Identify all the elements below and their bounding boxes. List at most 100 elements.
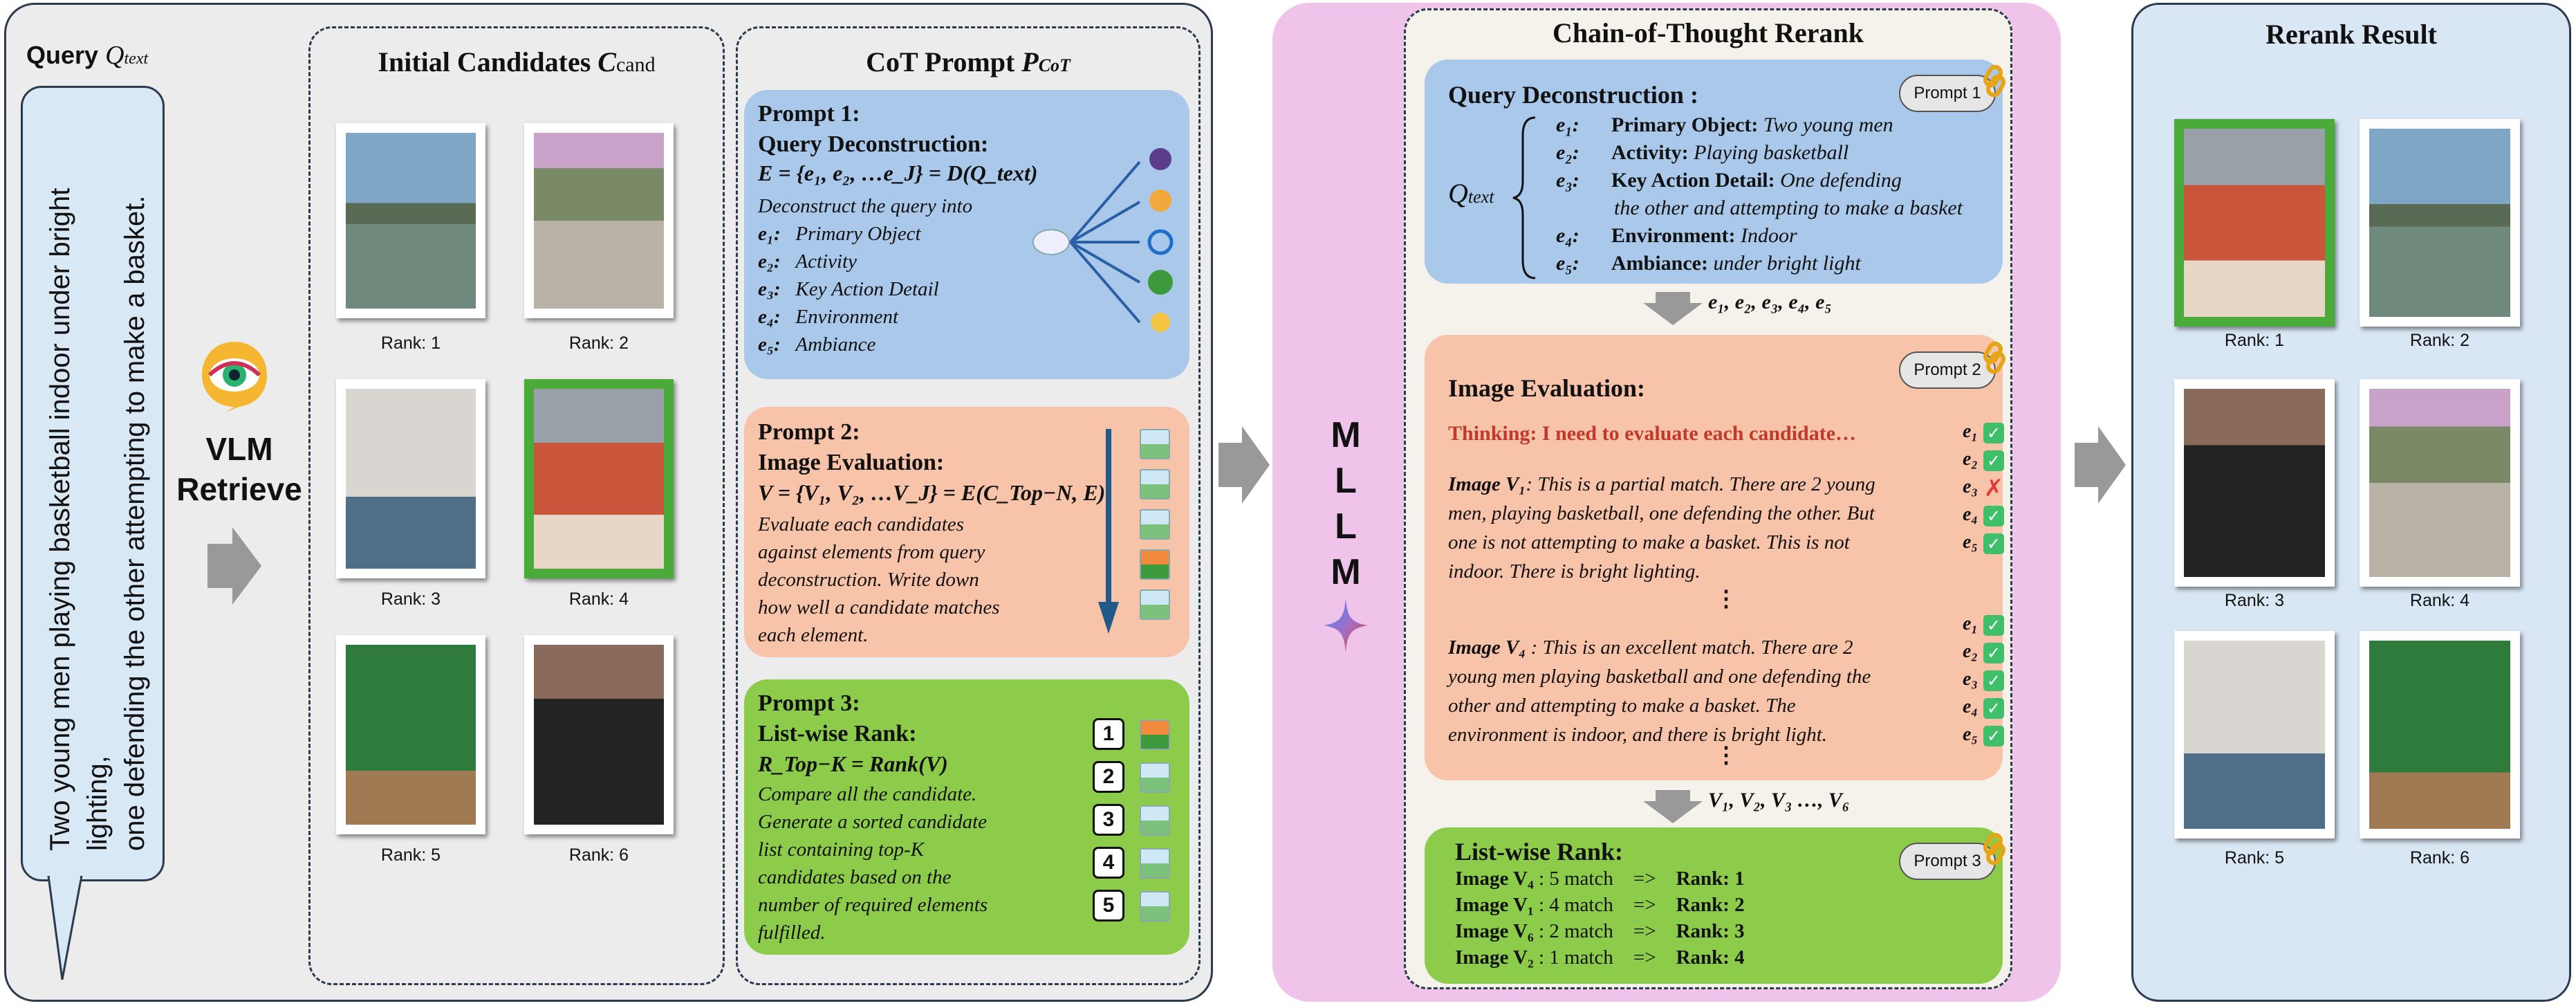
chain-qd-item: e₃:Key Action Detail: One defending <box>1556 169 1902 192</box>
image-icon <box>1140 429 1170 459</box>
chain-ie-dots: ⋮ <box>1715 742 1737 767</box>
chain-ie-box <box>1425 335 2003 780</box>
candidate-image-3[interactable] <box>336 379 485 578</box>
candidate-image-2[interactable] <box>524 123 674 318</box>
rank-row-rank: Rank: 1 <box>1676 868 1745 890</box>
element-label: e₃ <box>1963 476 1979 497</box>
prompt3-name: List-wise Rank: <box>758 721 917 746</box>
sparkle-icon <box>1324 598 1368 653</box>
rank-row-match: : 1 match => <box>1533 946 1676 969</box>
result-image-3[interactable] <box>2174 379 2335 587</box>
chain-ie-v4: Image V₄ : This is an excellent match. T… <box>1448 636 1853 659</box>
check-icon: ✓ <box>1983 505 2004 526</box>
prompt1-item: e₅: Ambiance <box>758 333 876 356</box>
image-icon <box>1140 805 1170 836</box>
check-row: e₄✓ <box>1963 504 2004 531</box>
link-icon <box>1983 832 2005 865</box>
chain-ie-title: Image Evaluation: <box>1448 374 1646 402</box>
result-rank-1: Rank: 1 <box>2224 331 2285 350</box>
query-bubble <box>21 86 165 881</box>
result-rank-5: Rank: 5 <box>2224 848 2285 868</box>
chain-title: Chain-of-Thought Rerank <box>1552 17 1864 48</box>
prompt2-name: Image Evaluation: <box>758 450 945 475</box>
prompt1-item: e₃: Key Action Detail <box>758 278 939 300</box>
link-icon <box>1983 64 2005 98</box>
rank-number-box: 5 <box>1093 890 1124 922</box>
prompt1-badge: Prompt 1 <box>1899 75 1996 112</box>
result-rank-2: Rank: 2 <box>2409 331 2470 350</box>
prompt1-item: e₂: Activity <box>758 250 857 273</box>
cot-prompt-panel <box>736 26 1201 985</box>
chain-ie-v1: Image V₁: This is a partial match. There… <box>1448 473 1875 495</box>
arrow-to-result <box>2075 426 2126 504</box>
candidate-image-4[interactable] <box>524 379 674 578</box>
rank-row-rank: Rank: 2 <box>1676 894 1745 916</box>
chain-ie-thinking: Thinking: I need to evaluate each candid… <box>1448 422 1857 445</box>
prompt1-formula: E = {e₁, e₂, …e_J} = D(Q_text) <box>758 161 1038 185</box>
check-icon: ✓ <box>1983 422 2004 443</box>
element-label: e₄ <box>1963 696 1979 717</box>
check-icon: ✓ <box>1983 642 2004 663</box>
chain-ie-v4: other and attempting to make a basket. T… <box>1448 695 1796 717</box>
check-row: e₅✓ <box>1963 531 2004 559</box>
check-column-1: e₁✓e₂✓e₃✗e₄✓e₅✓ <box>1963 421 2004 559</box>
element-label: e₂ <box>1963 448 1979 470</box>
chain-ie-v1: indoor. There is bright lighting. <box>1448 560 1701 583</box>
image-icon <box>1140 469 1170 500</box>
element-label: e₅ <box>1963 724 1979 745</box>
check-icon: ✓ <box>1983 533 2004 554</box>
result-image-4[interactable] <box>2360 379 2520 587</box>
rank-number-box: 1 <box>1093 718 1124 750</box>
element-label: e₃ <box>1963 668 1979 690</box>
candidate-image-5[interactable] <box>336 635 485 834</box>
rank-row-image: Image V₆ <box>1455 920 1534 942</box>
result-rank-4: Rank: 4 <box>2409 591 2470 610</box>
candidates-panel <box>308 26 725 985</box>
prompt2-desc: each element. <box>758 624 869 646</box>
candidate-image-1[interactable] <box>336 123 485 318</box>
query-title: Query Qtext <box>26 41 149 70</box>
prompt2-desc: deconstruction. Write down <box>758 569 979 591</box>
chain-qd-item: e₂:Activity: Playing basketball <box>1556 141 1849 164</box>
result-image-6[interactable] <box>2360 631 2520 839</box>
rank-row: Image V₁ : 4 match => Rank: 2 <box>1455 894 1745 920</box>
rank-row-image: Image V₂ <box>1455 946 1534 969</box>
arrow-down-2 <box>1643 790 1703 823</box>
prompt3-formula: R_Top−K = Rank(V) <box>758 751 948 776</box>
prompt2-desc: Evaluate each candidates <box>758 513 964 535</box>
check-icon: ✓ <box>1983 450 2004 471</box>
link-icon <box>1983 341 2005 374</box>
prompt1-desc: Deconstruct the query into <box>758 195 973 217</box>
image-icon <box>1140 762 1170 793</box>
candidates-title: Initial Candidates Ccand <box>378 46 656 77</box>
chain-ie-dots: ⋮ <box>1715 586 1737 611</box>
check-row: e₂✓ <box>1963 448 2004 476</box>
prompt3-desc: candidates based on the <box>758 866 952 888</box>
arrow-down-1 <box>1643 292 1703 325</box>
rank-row: Image V₂ : 1 match => Rank: 4 <box>1455 946 1745 973</box>
chain-ie-v4: young men playing basketball and one def… <box>1448 666 1871 688</box>
result-rank-3: Rank: 3 <box>2224 591 2285 610</box>
result-image-5[interactable] <box>2174 631 2335 839</box>
element-label: e₄ <box>1963 504 1979 525</box>
candidate-image-6[interactable] <box>524 635 674 834</box>
chain-qd-item: e₁:Primary Object: Two young men <box>1556 113 1893 136</box>
chain-ie-v4: environment is indoor, and there is brig… <box>1448 724 1828 746</box>
check-icon: ✓ <box>1983 697 2004 719</box>
chain-qd-qlabel: Qtext <box>1448 178 1494 209</box>
check-row: e₁✓ <box>1963 613 2004 641</box>
prompt2-desc: against elements from query <box>758 541 985 563</box>
result-image-1[interactable] <box>2174 119 2335 327</box>
check-row: e₁✓ <box>1963 421 2004 448</box>
rank-row-image: Image V₁ <box>1455 894 1534 916</box>
rank-number-box: 2 <box>1093 761 1124 793</box>
prompt1-item: e₁: Primary Object <box>758 223 921 245</box>
cot-prompt-title: CoT Prompt PCoT <box>866 46 1071 77</box>
chain-lr-title: List-wise Rank: <box>1455 838 1624 865</box>
check-column-2: e₁✓e₂✓e₃✓e₄✓e₅✓ <box>1963 613 2004 751</box>
arrow-to-mllm <box>1218 426 1270 504</box>
result-image-2[interactable] <box>2360 119 2520 327</box>
brace-icon <box>1512 116 1536 280</box>
arrow-retrieve <box>207 527 261 605</box>
